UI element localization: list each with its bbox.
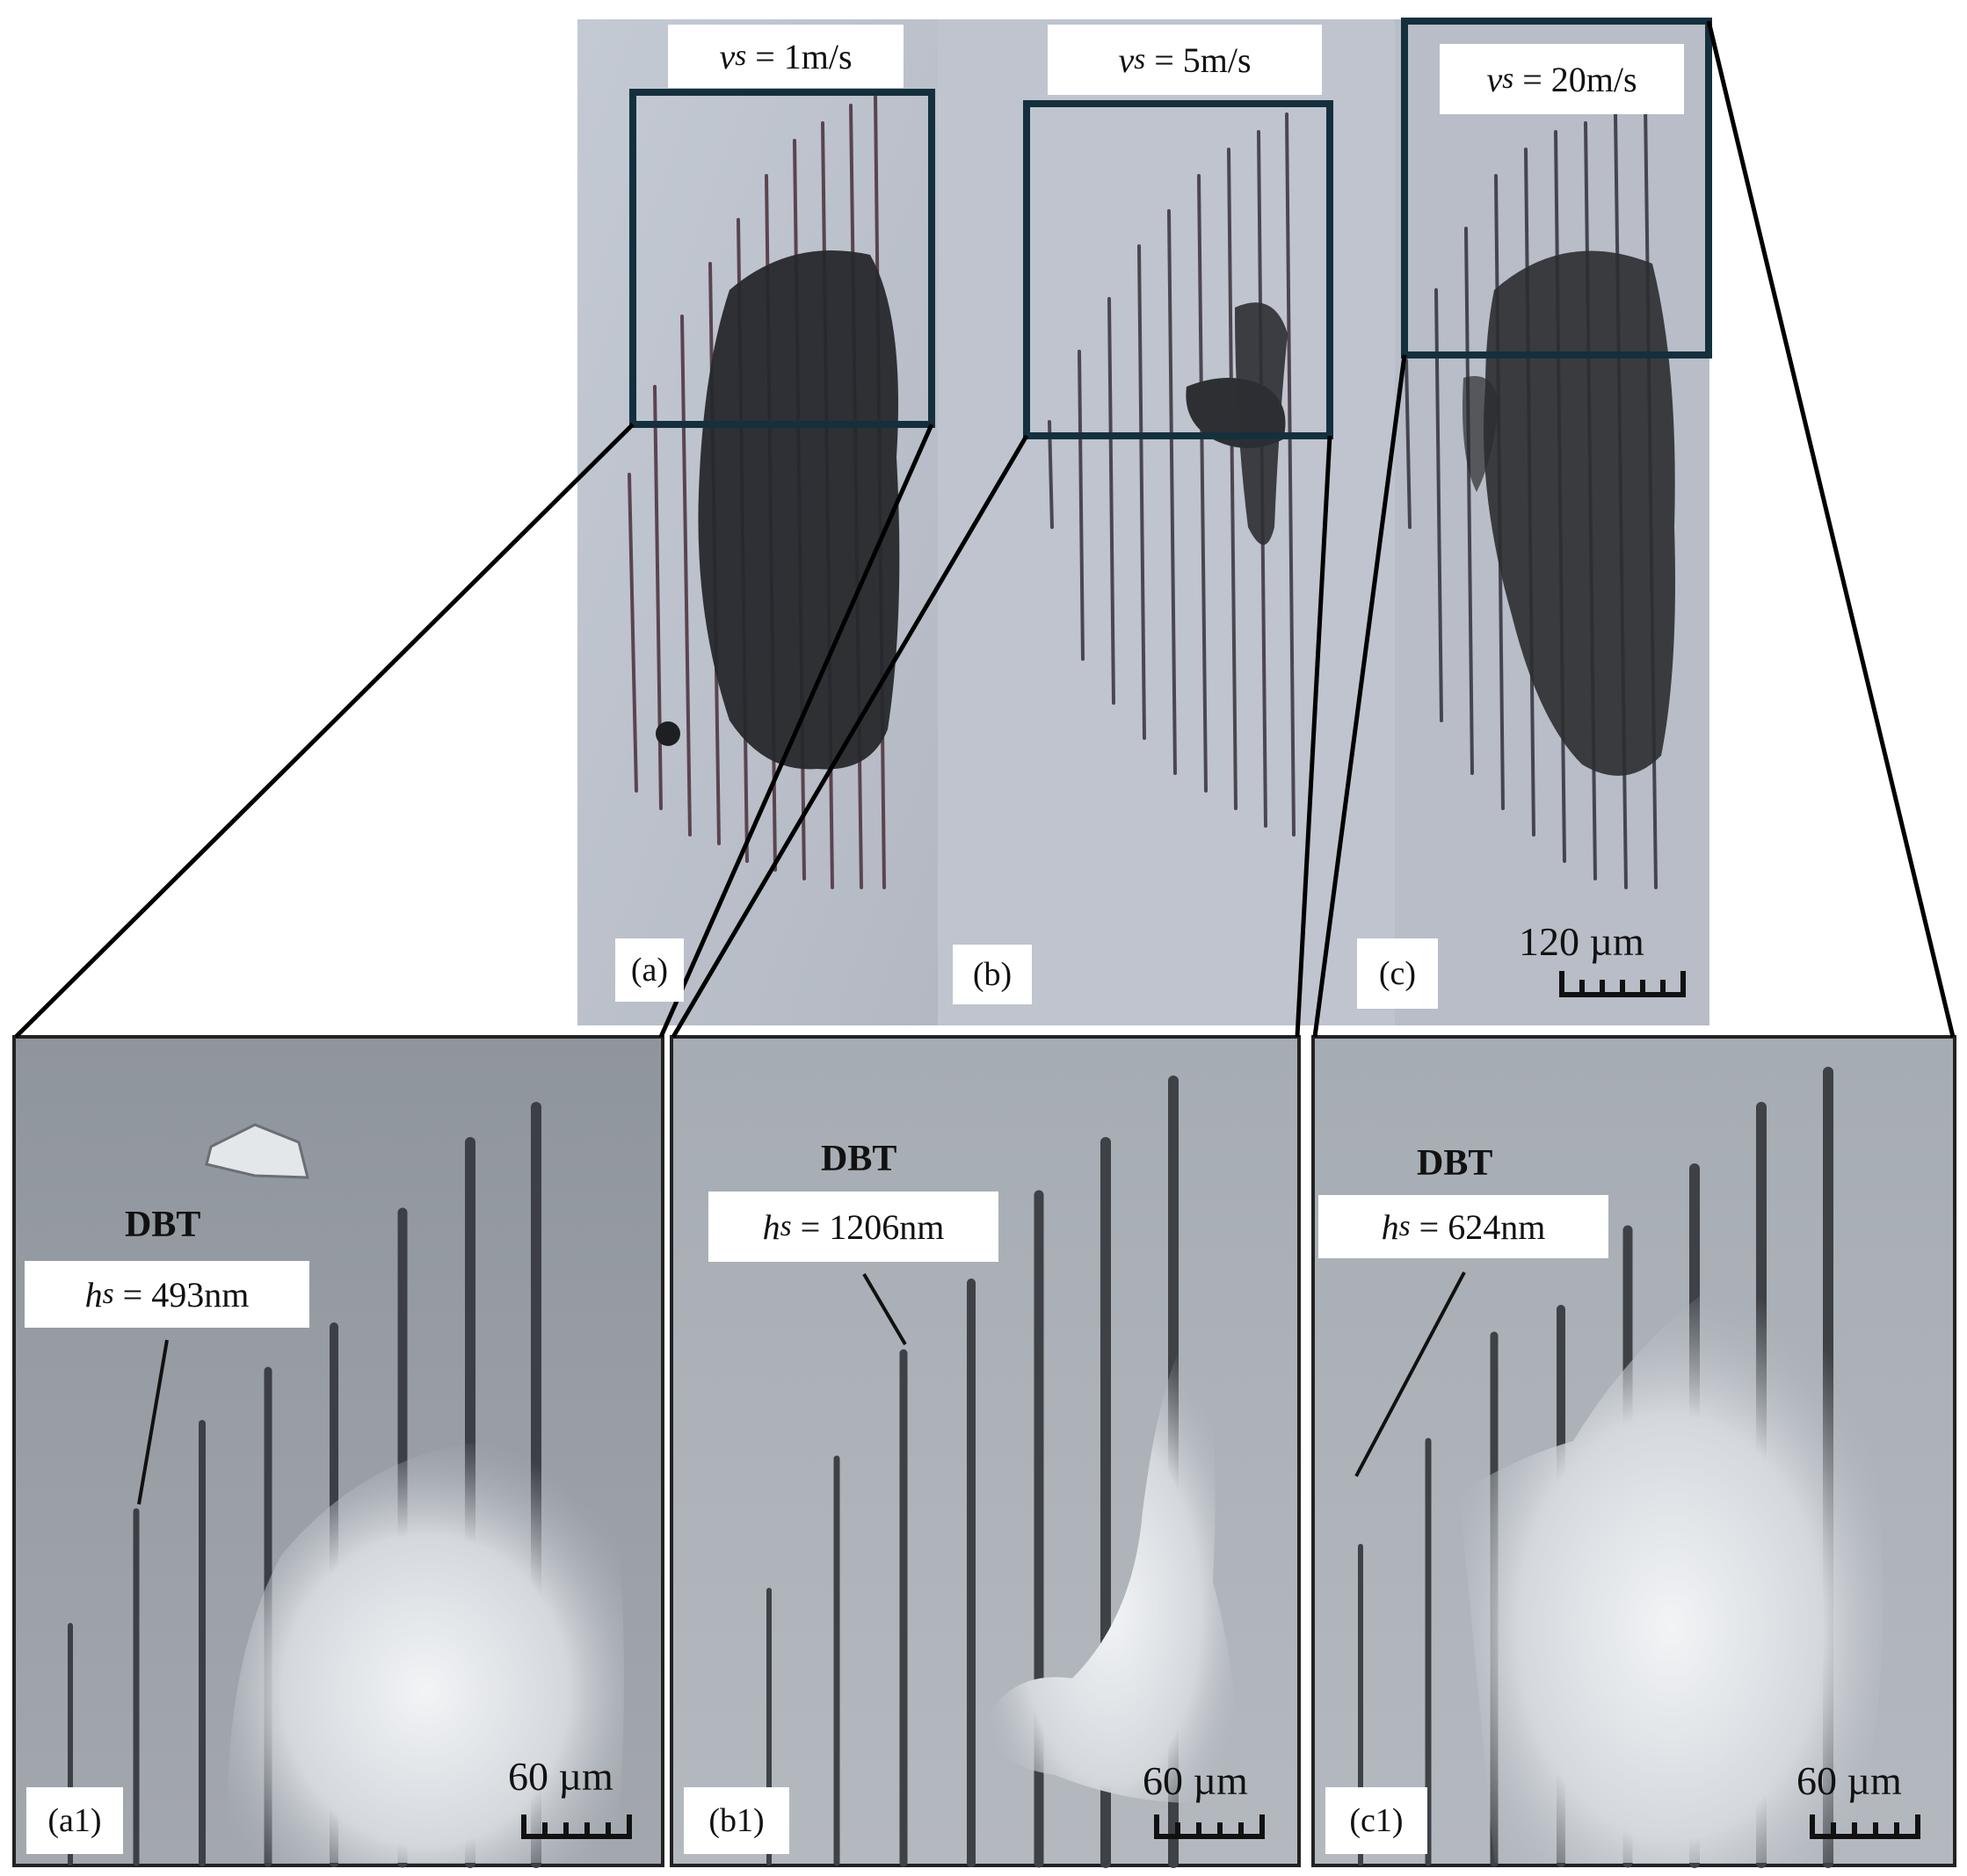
dbt-label-b1: DBT <box>821 1139 897 1179</box>
zoom-box-b <box>1023 100 1333 439</box>
zoom-connectors <box>14 20 1956 1039</box>
speed-value-c: 20m/s <box>1550 59 1637 99</box>
zoom-box-a <box>629 89 935 428</box>
panel-b-image <box>938 19 1395 1025</box>
scale-bar-top <box>1559 971 1686 997</box>
dbt-label-a1: DBT <box>125 1205 201 1245</box>
pointer-b1 <box>862 1272 907 1346</box>
panel-label-b1: (b1) <box>684 1787 789 1854</box>
debris-a-blob <box>656 721 680 746</box>
panel-label-c: (c) <box>1357 938 1438 1009</box>
debris-c <box>1484 250 1675 776</box>
debris-a1 <box>227 1432 624 1863</box>
scale-bar-b1 <box>1154 1814 1265 1839</box>
scale-text-b1: 60 µm <box>1143 1758 1248 1803</box>
pointer-c1 <box>1354 1271 1466 1477</box>
panel-label-a1: (a1) <box>26 1787 123 1854</box>
panel-label-a: (a) <box>615 938 684 1002</box>
debris-b-column <box>1235 302 1288 545</box>
top-micrograph <box>577 18 1712 1025</box>
speed-value-a: 1m/s <box>783 36 853 76</box>
debris-b1 <box>984 1318 1237 1803</box>
depth-value-b1: 1206nm <box>829 1206 945 1247</box>
panel-label-c1: (c1) <box>1325 1787 1427 1854</box>
scale-text-c1: 60 µm <box>1796 1758 1902 1803</box>
speed-value-b: 5m/s <box>1182 40 1252 80</box>
panel-label-b: (b) <box>953 945 1032 1004</box>
scale-bar-a1 <box>521 1814 632 1839</box>
scale-bar-c1 <box>1810 1814 1920 1839</box>
depth-value-c1: 624nm <box>1448 1206 1546 1247</box>
scale-text-a1: 60 µm <box>508 1754 613 1799</box>
depth-value-a1: 493nm <box>151 1274 250 1315</box>
scale-text-top: 120 µm <box>1519 919 1644 964</box>
flake-a1 <box>205 1123 309 1179</box>
pointer-a1 <box>137 1339 169 1505</box>
debris-c-scatter <box>1463 376 1499 492</box>
bottom-micrographs <box>12 1035 1956 1868</box>
debris-a <box>698 250 900 770</box>
debris-c1 <box>1459 1274 1883 1863</box>
zoom-box-c <box>1401 18 1712 359</box>
dbt-label-c1: DBT <box>1417 1143 1493 1184</box>
